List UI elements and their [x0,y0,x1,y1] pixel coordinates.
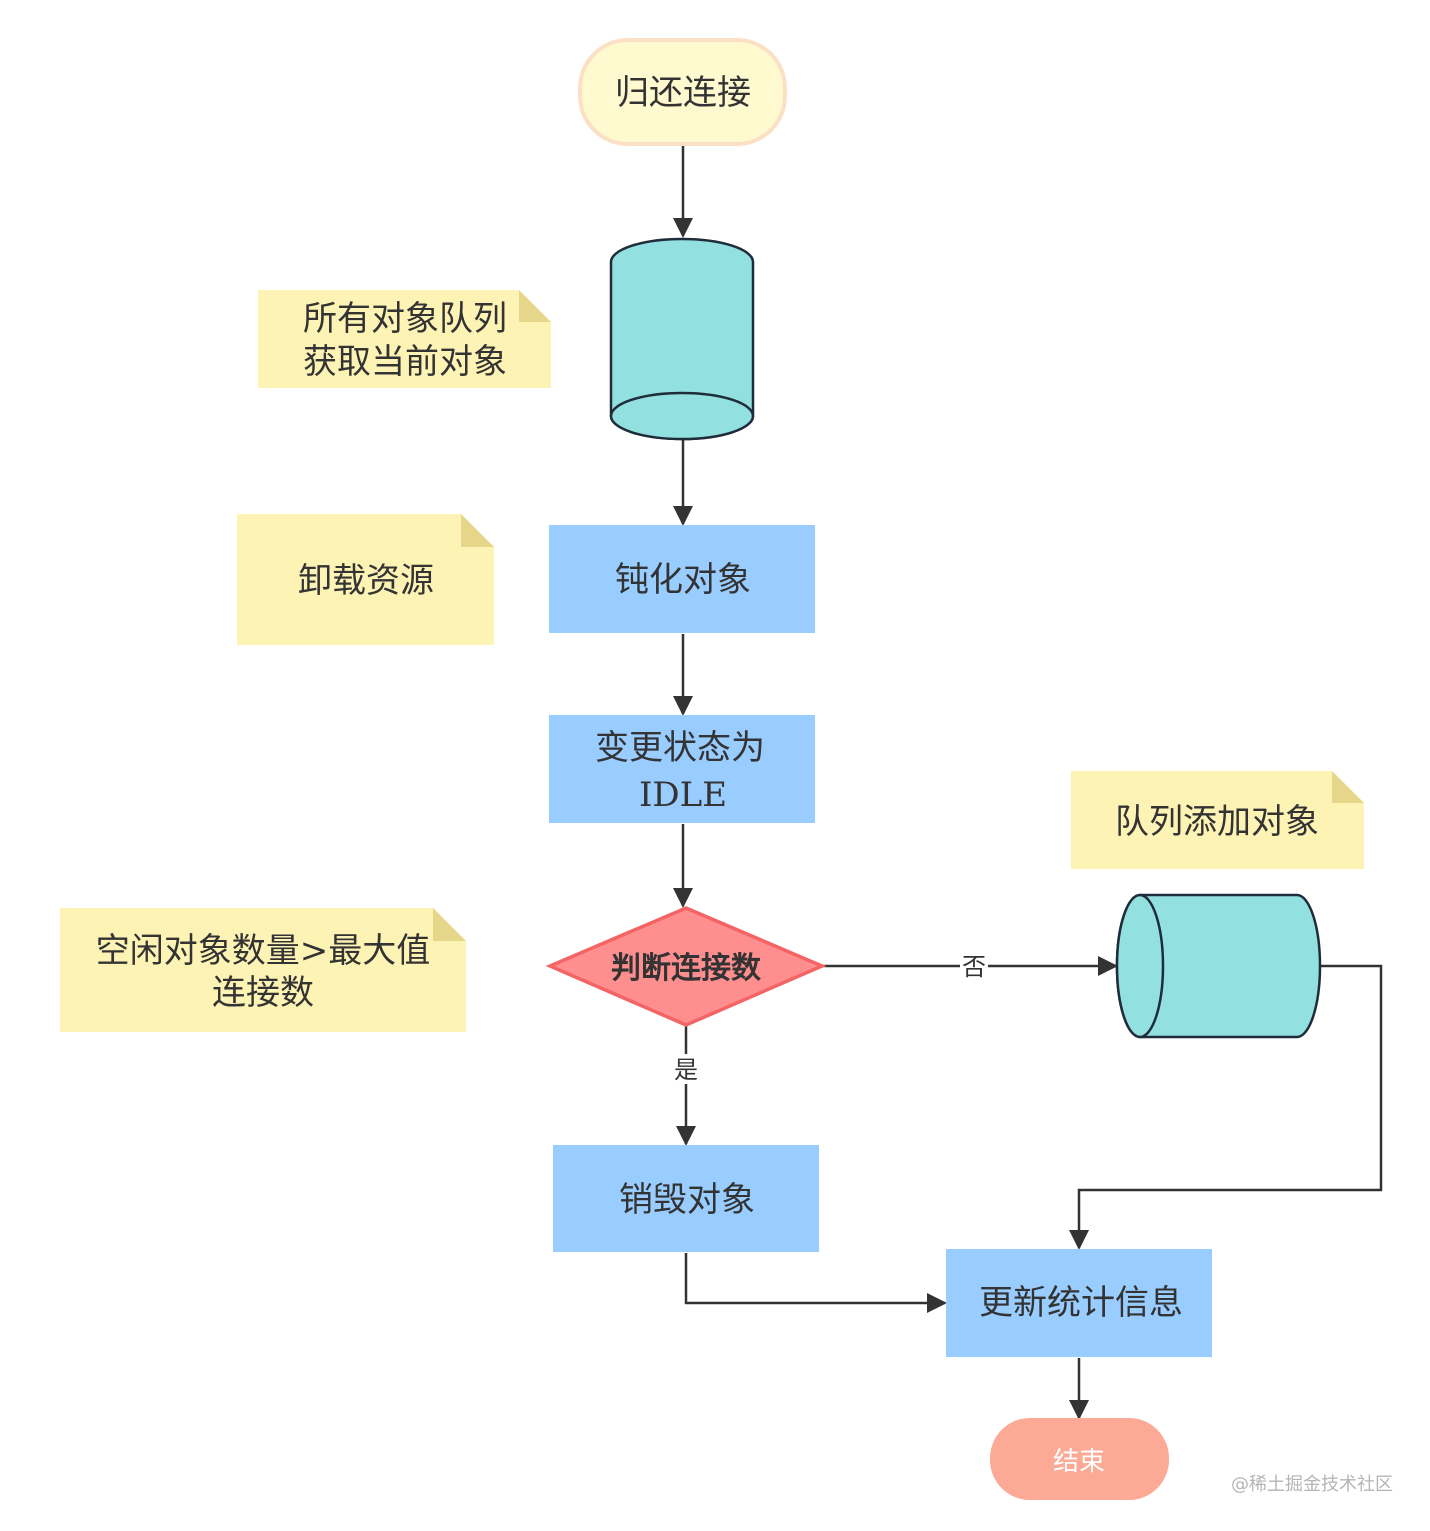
note-get-current-object: 所有对象队列 获取当前对象 [258,290,551,388]
edge-destroy-to-update [684,1253,947,1313]
start-node-label: 归还连接 [615,73,751,113]
update-statistics-label: 更新统计信息 [979,1283,1183,1323]
set-state-idle-node: 变更状态为 IDLE [549,715,815,823]
end-node-label: 结束 [1053,1447,1105,1477]
set-state-label-line1: 变更状态为 [595,728,765,768]
note-unload-resources: 卸载资源 [237,514,494,645]
watermark: @稀土掘金技术社区 [1231,1474,1393,1495]
note-idle-count-check-line1: 空闲对象数量>最大值 [96,931,431,971]
note-enqueue-object: 队列添加对象 [1071,771,1364,869]
edge-label-no: 否 [962,953,986,981]
all-objects-queue-cylinder [609,237,755,441]
decision-label: 判断连接数 [611,951,762,986]
note-idle-count-check: 空闲对象数量>最大值 连接数 [60,908,466,1032]
destroy-object-label: 销毁对象 [619,1180,755,1220]
note-enqueue-object-label: 队列添加对象 [1115,802,1319,842]
edge-label-no-bg [960,952,988,980]
destroy-object-node: 销毁对象 [553,1145,819,1252]
note-idle-count-check-line2: 连接数 [212,973,314,1013]
edge-label-yes: 是 [674,1056,698,1084]
note-get-current-object-line1: 所有对象队列 [303,299,507,339]
check-connection-count-decision: 判断连接数 [545,906,827,1027]
note-unload-resources-label: 卸载资源 [298,561,434,601]
passivate-object-node: 钝化对象 [549,525,815,633]
edge-label-yes-bg [672,1054,700,1084]
passivate-object-label: 钝化对象 [615,560,751,600]
note-get-current-object-line2: 获取当前对象 [303,342,507,382]
edge-enqueue-to-update [1069,964,1383,1250]
enqueue-cylinder [1115,893,1322,1039]
end-node: 结束 [990,1418,1169,1500]
set-state-label-line2: IDLE [639,775,727,815]
start-node: 归还连接 [578,38,787,146]
update-statistics-node: 更新统计信息 [946,1249,1212,1357]
